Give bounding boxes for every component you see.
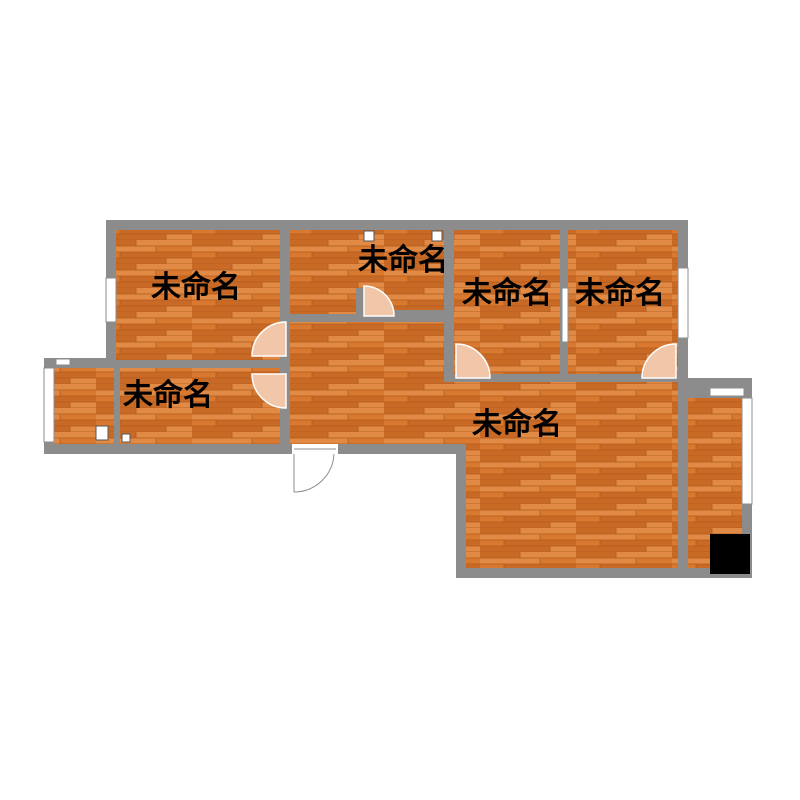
fixture-bath-1 [363,230,375,242]
wall-balcony-divider [114,360,120,444]
room-labels: 未命名 未命名 未命名 未命名 未命名 未命名 [123,243,665,442]
room-label-bedroom-left: 未命名 [151,270,241,305]
entry-door-swing [293,453,335,493]
floor-hall [290,322,444,444]
floor-balcony-left [54,368,280,444]
fixture-bath-2 [431,230,443,242]
window-mid-partition [561,287,569,343]
fixtures [95,230,443,443]
interior-walls [114,288,688,568]
window-living-top [709,387,745,397]
windows [43,267,753,505]
door-bedroom-left [251,321,287,357]
window-balcony-top [55,358,71,366]
door-balcony [251,373,287,409]
room-label-balcony-left: 未命名 [123,378,213,413]
window-balcony [43,367,55,443]
structural-column [710,534,750,574]
room-label-bedroom-mid: 未命名 [462,276,552,311]
room-label-bathroom-top: 未命名 [358,243,448,278]
doors [251,285,677,409]
room-label-living-room: 未命名 [472,407,562,442]
floor-living [466,382,678,568]
floor-bedroom-left [116,230,280,360]
fixture-balcony-2 [121,433,131,443]
fixture-balcony-1 [95,425,109,441]
door-bedroom-right [641,343,677,379]
window-bedroom-right [677,267,689,339]
wall-bath-bottom [356,310,446,318]
room-label-bedroom-right: 未命名 [575,276,665,311]
door-bathroom [363,285,395,317]
door-bedroom-mid [455,343,491,379]
window-bedroom-left [105,277,117,323]
entry-door [292,444,338,493]
wall-bath-side [356,288,364,316]
wall-living-stub-top [678,398,688,422]
wall-living-stub-bottom [678,534,688,568]
window-living [741,397,753,505]
